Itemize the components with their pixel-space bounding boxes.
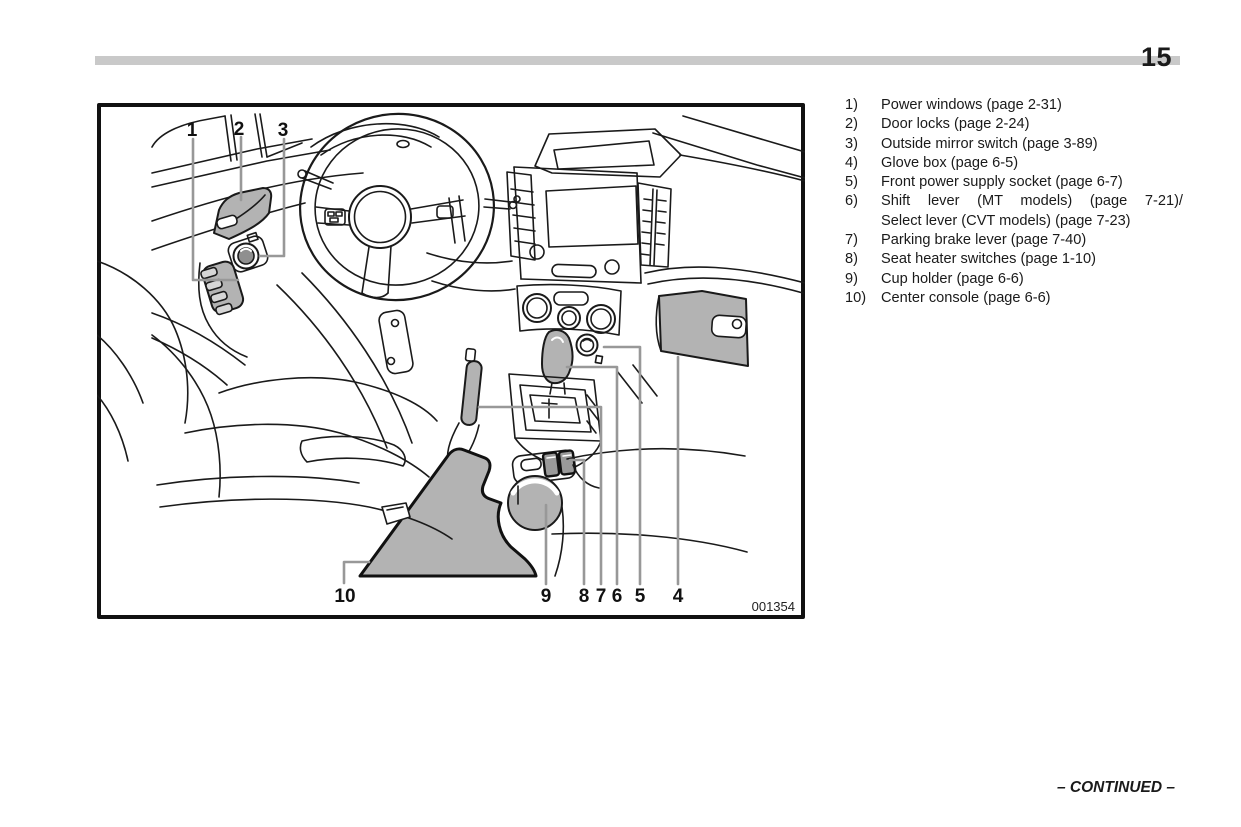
leader-10 <box>342 560 371 585</box>
item-label: Door locks (page 2-24) <box>881 116 1030 133</box>
item-number: 4) <box>845 154 858 171</box>
page-number: 15 <box>1141 42 1173 72</box>
windshield-lines <box>652 115 806 182</box>
list-item: 9) Cup holder (page 6-6) <box>845 270 1183 289</box>
center-console <box>358 447 538 578</box>
item-label: Center console (page 6-6) <box>881 289 1051 306</box>
list-item: 5) Front power supply socket (page 6-7) <box>845 173 1183 192</box>
center-stack <box>506 128 682 336</box>
passenger-seat <box>551 364 748 553</box>
item-number: 9) <box>845 270 858 287</box>
callout-6: 6 <box>612 586 623 607</box>
leader-7 <box>477 405 603 586</box>
figure-frame <box>97 103 805 619</box>
list-item: 2) Door locks (page 2-24) <box>845 115 1183 134</box>
list-item: 1) Power windows (page 2-31) <box>845 96 1183 115</box>
list-item: 3) Outside mirror switch (page 3-89) <box>845 135 1183 154</box>
power-socket <box>575 333 604 365</box>
item-label: Outside mirror switch (page 3-89) <box>881 135 1098 152</box>
leader-6 <box>565 365 619 586</box>
callout-9: 9 <box>541 586 552 607</box>
callout-1: 1 <box>187 120 198 141</box>
leader-8 <box>568 458 586 586</box>
item-number: 5) <box>845 174 858 191</box>
item-label: Glove box (page 6-5) <box>881 154 1019 171</box>
item-label: Front power supply socket (page 6-7) <box>881 174 1123 191</box>
list-item: 10) Center console (page 6-6) <box>845 289 1183 308</box>
cup-holder <box>507 475 565 577</box>
callout-labels: 1 2 3 10 9 8 7 6 5 4 001354 <box>187 119 795 614</box>
item-label: Seat heater switches (page 1-10) <box>881 251 1096 268</box>
item-label-line2: Select lever (CVT models) (page 7-23) <box>881 212 1131 229</box>
leader-3 <box>258 137 286 258</box>
callout-5: 5 <box>635 586 646 607</box>
item-number: 2) <box>845 116 858 133</box>
item-label: Cup holder (page 6-6) <box>881 270 1024 287</box>
callout-8: 8 <box>579 586 590 607</box>
callout-leader-lines <box>191 135 680 586</box>
callout-7: 7 <box>596 586 607 607</box>
parking-brake-lever <box>446 347 483 470</box>
item-number: 8) <box>845 251 858 268</box>
item-number: 6) <box>845 193 858 210</box>
item-number: 3) <box>845 135 858 152</box>
item-label: Shift lever (MT models) (page 7-21)/ <box>881 193 1183 210</box>
mirror-switch <box>227 231 269 273</box>
item-number: 7) <box>845 232 858 249</box>
callout-10: 10 <box>334 586 355 607</box>
header-rule-bar <box>95 56 1180 65</box>
interior-overview-figure: 1 2 3 10 9 8 7 6 5 4 001354 <box>96 103 806 619</box>
item-label: Power windows (page 2-31) <box>881 97 1062 113</box>
list-item: 4) Glove box (page 6-5) <box>845 154 1183 173</box>
figure-id: 001354 <box>752 599 795 614</box>
list-item: 8) Seat heater switches (page 1-10) <box>845 250 1183 269</box>
steering-wheel <box>297 112 518 302</box>
glove-box <box>644 266 806 367</box>
leader-1 <box>191 137 240 282</box>
shift-lever <box>508 329 602 468</box>
item-label: Parking brake lever (page 7-40) <box>881 232 1087 249</box>
door-lock-grip <box>213 187 273 240</box>
list-item: 7) Parking brake lever (page 7-40) <box>845 231 1183 250</box>
continued-marker: – CONTINUED – <box>1057 779 1175 796</box>
callout-3: 3 <box>278 120 289 141</box>
driver-seat <box>96 260 453 540</box>
leader-5 <box>602 345 642 586</box>
item-number: 10) <box>845 289 867 306</box>
list-item: 6) Shift lever (MT models) (page 7-21)/ Se… <box>845 192 1183 231</box>
seat-heater-switches <box>511 449 577 485</box>
dashboard-lower <box>276 195 516 449</box>
interior-illustration: 1 2 3 10 9 8 7 6 5 4 001354 <box>96 103 806 619</box>
callout-4: 4 <box>673 586 684 607</box>
callout-2: 2 <box>234 119 245 140</box>
parts-list: 1) Power windows (page 2-31) 2) Door locks… <box>845 96 1183 308</box>
power-window-switches <box>197 260 248 358</box>
item-number: 1) <box>845 97 858 113</box>
